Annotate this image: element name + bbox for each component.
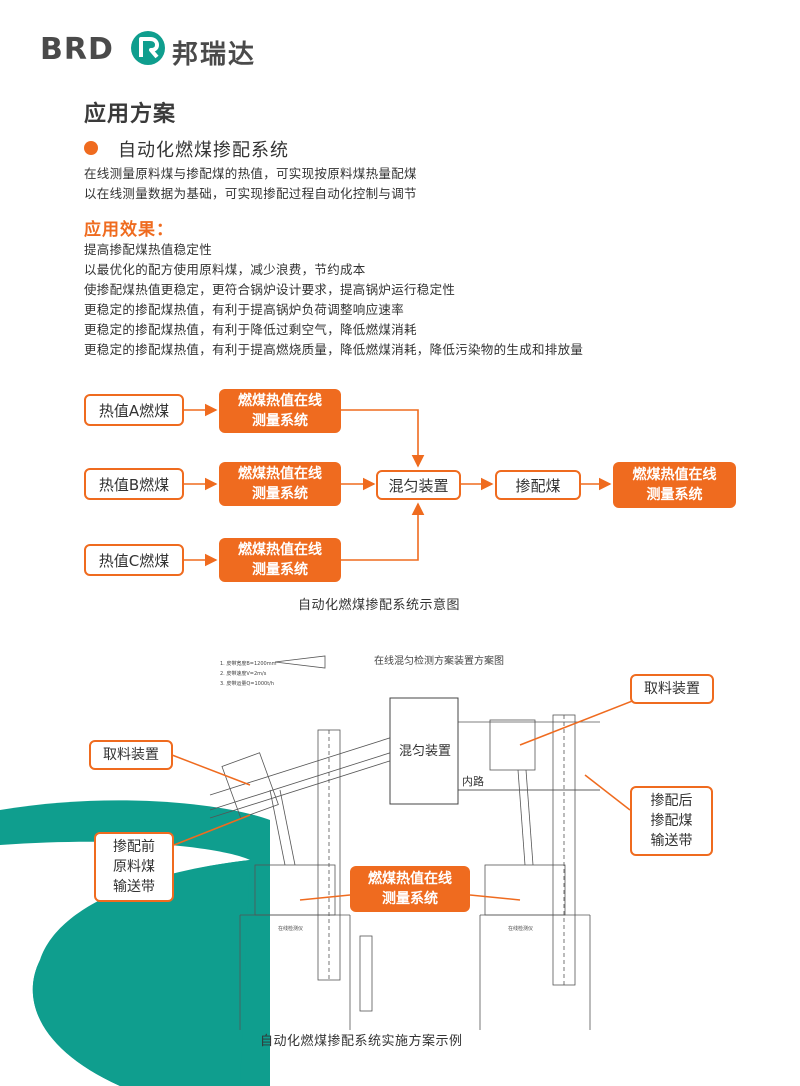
measure-system-box-a: 燃煤热值在线 测量系统 xyxy=(219,389,341,433)
blended-coal-box: 掺配煤 xyxy=(495,470,581,500)
drawing-note: 3. 皮带运量Q=1000t/h xyxy=(220,680,274,687)
coal-a-box: 热值A燃煤 xyxy=(84,394,184,426)
drawing-mixer-label: 混匀装置 xyxy=(399,744,451,759)
callout-label: 取料装置 xyxy=(644,681,700,697)
measure-label-line2: 测量系统 xyxy=(252,486,308,502)
effect-item: 更稳定的掺配煤热值，有利于提高燃烧质量，降低燃煤消耗，降低污染物的生成和排放量 xyxy=(84,342,584,357)
mixer-box: 混匀装置 xyxy=(376,470,461,500)
flow-arrows xyxy=(184,403,612,567)
drawing-title: 在线混匀检测方案装置方案图 xyxy=(374,654,504,667)
effect-item: 以最优化的配方使用原料煤，减少浪费，节约成本 xyxy=(84,262,366,277)
logo-brd: BRD xyxy=(40,32,114,67)
callout-before-conveyor: 掺配前 原料煤 输送带 xyxy=(94,832,174,902)
callout-label: 输送带 xyxy=(113,879,155,895)
measure-system-box-c: 燃煤热值在线 测量系统 xyxy=(219,538,341,582)
effect-item: 提高掺配煤热值稳定性 xyxy=(84,242,213,257)
measure-system-box-output: 燃煤热值在线 测量系统 xyxy=(613,462,736,508)
effect-heading: 应用效果： xyxy=(84,220,174,240)
effect-item: 更稳定的掺配煤热值，有利于降低过剩空气，降低燃煤消耗 xyxy=(84,322,417,337)
callout-label: 输送带 xyxy=(650,833,693,849)
callout-label: 燃煤热值在线 xyxy=(368,871,452,887)
drawing-station-label: 在线检测仪 xyxy=(278,925,303,932)
callout-label: 掺配前 xyxy=(113,839,155,855)
callout-label: 测量系统 xyxy=(382,891,438,907)
measure-label-line2: 测量系统 xyxy=(252,413,308,429)
callout-label: 原料煤 xyxy=(113,859,155,875)
callout-label: 掺配后 xyxy=(650,793,693,809)
section-subtitle: 自动化燃煤掺配系统 xyxy=(118,140,289,161)
coal-b-box: 热值B燃煤 xyxy=(84,468,184,500)
measure-label-line2: 测量系统 xyxy=(252,562,308,578)
measure-system-box-b: 燃煤热值在线 测量系统 xyxy=(219,462,341,506)
bullet-dot-icon xyxy=(84,141,98,155)
callout-after-conveyor: 掺配后 掺配煤 输送带 xyxy=(630,786,713,856)
measure-label-line1: 燃煤热值在线 xyxy=(632,467,717,483)
page-title: 应用方案 xyxy=(84,102,177,127)
drawing-station-label: 在线检测仪 xyxy=(508,925,533,932)
drawing-note: 2. 皮带速度V=2m/s xyxy=(220,670,267,677)
coal-c-box: 热值C燃煤 xyxy=(84,544,184,576)
flow-caption: 自动化燃煤掺配系统示意图 xyxy=(298,598,461,613)
callout-sampler-left: 取料装置 xyxy=(89,740,173,770)
measure-label-line1: 燃煤热值在线 xyxy=(238,393,322,409)
logo-r-icon xyxy=(131,31,165,65)
callout-label: 掺配煤 xyxy=(650,813,693,829)
intro-line: 在线测量原料煤与掺配煤的热值，可实现按原料煤热量配煤 xyxy=(84,166,417,181)
measure-label-line1: 燃煤热值在线 xyxy=(238,542,322,558)
drawing-caption: 自动化燃煤掺配系统实施方案示例 xyxy=(260,1034,463,1049)
engineering-drawing: 在线混匀检测方案装置方案图 混匀装置 内路 1. 皮带宽度B=1200mm 2.… xyxy=(209,654,600,1030)
callout-measure-system: 燃煤热值在线 测量系统 xyxy=(350,866,470,912)
effect-item: 更稳定的掺配煤热值，有利于提高锅炉负荷调整响应速率 xyxy=(84,302,405,317)
intro-line: 以在线测量数据为基础，可实现掺配过程自动化控制与调节 xyxy=(84,186,417,201)
callout-sampler-right: 取料装置 xyxy=(630,674,714,704)
effect-item: 使掺配煤热值更稳定，更符合锅炉设计要求，提高锅炉运行稳定性 xyxy=(84,282,456,297)
measure-label-line2: 测量系统 xyxy=(646,487,703,503)
drawing-road-label: 内路 xyxy=(462,774,484,788)
measure-label-line1: 燃煤热值在线 xyxy=(238,466,322,482)
drawing-note: 1. 皮带宽度B=1200mm xyxy=(220,660,277,667)
callout-label: 取料装置 xyxy=(103,747,159,763)
logo-company-name: 邦瑞达 xyxy=(172,40,257,70)
